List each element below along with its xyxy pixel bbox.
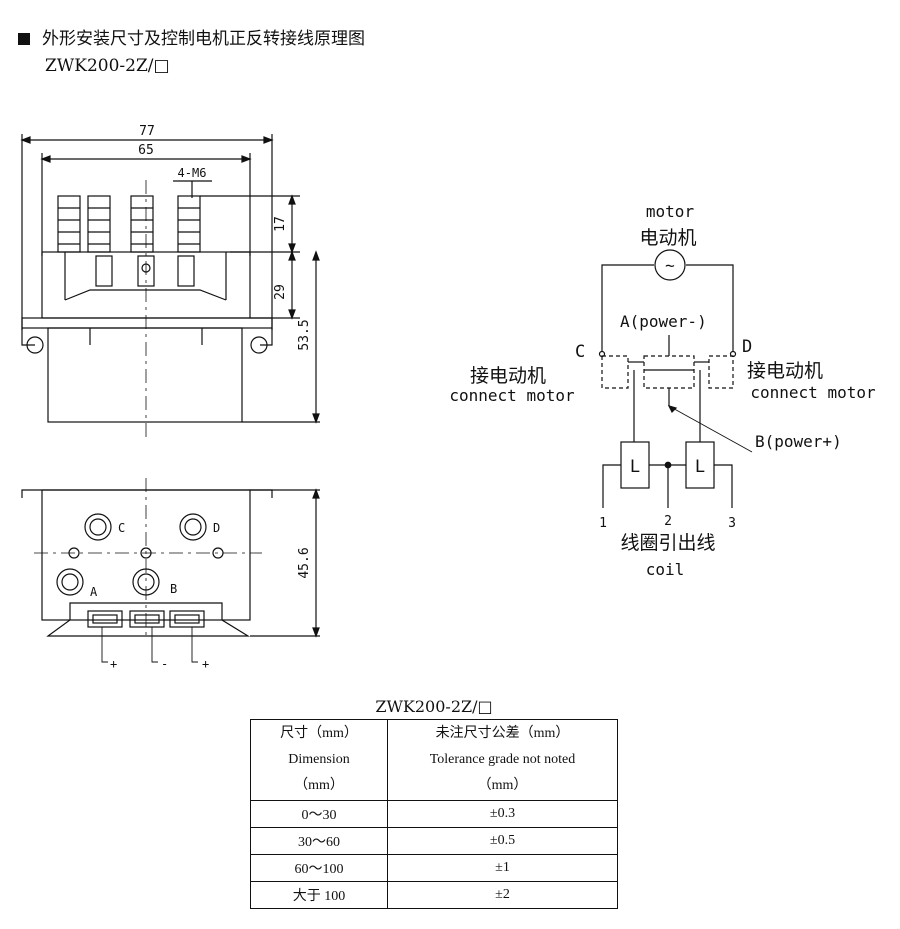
coil-l2-label: L xyxy=(695,457,705,477)
tolerance-cell: ±0.3 xyxy=(387,800,618,828)
motor-tilde-label: ~ xyxy=(665,256,675,275)
dim-77-label: 77 xyxy=(139,124,155,139)
bullet-square-icon xyxy=(18,33,30,45)
table-caption: ZWK200-2Z/□ xyxy=(375,697,493,716)
pin-1-label: 1 xyxy=(599,516,607,531)
terminal-b-label: B xyxy=(170,582,177,596)
range-cell: 0～30 xyxy=(250,800,388,828)
right-connect-cn-label: 接电动机 xyxy=(747,360,823,382)
range-cell: 大于 100 xyxy=(250,881,388,909)
terminal-a-label: A xyxy=(90,585,98,599)
header-tolerance-cell: 未注尺寸公差（mm） Tolerance grade not noted （mm… xyxy=(387,719,618,801)
terminal-studs xyxy=(57,195,201,253)
header-tolerance-line: 未注尺寸公差（mm） xyxy=(435,726,570,741)
motor-cn-label: 电动机 xyxy=(639,227,696,249)
table-row: 0～30 ±0.3 xyxy=(250,800,618,828)
header-tolerance-line: （mm） xyxy=(477,778,528,793)
power-plus-label: B(power+) xyxy=(755,432,842,451)
table-row: 大于 100 ±2 xyxy=(250,881,618,909)
table-row: 30～60 ±0.5 xyxy=(250,827,618,855)
power-minus-label: A(power-) xyxy=(620,312,707,331)
wiring-schematic: motor 电动机 ~ C D A(power-) B(power+) L L xyxy=(449,202,876,579)
table-header-row: 尺寸（mm） Dimension （mm） 未注尺寸公差（mm） Toleran… xyxy=(250,719,618,801)
page-title: 外形安装尺寸及控制电机正反转接线原理图 xyxy=(18,28,365,50)
plan-view: C D A B + - + 45.6 xyxy=(21,478,320,671)
left-connect-cn-label: 接电动机 xyxy=(470,365,546,387)
coil-l1-label: L xyxy=(630,457,640,477)
header-tolerance-line: Tolerance grade not noted xyxy=(429,752,576,767)
coil-cn-label: 线圈引出线 xyxy=(620,532,715,554)
header-dimension-cell: 尺寸（mm） Dimension （mm） xyxy=(250,719,388,801)
motor-symbol-icon xyxy=(654,249,686,281)
coil-plus-1-label: + xyxy=(110,657,117,671)
model-label: ZWK200-2Z/□ xyxy=(45,56,170,76)
terminal-c-label: C xyxy=(118,521,125,535)
dim-53-5-label: 53.5 xyxy=(297,319,312,350)
motor-en-label: motor xyxy=(646,202,695,221)
left-connect-en-label: connect motor xyxy=(449,386,575,405)
dim-29-label: 29 xyxy=(273,284,288,300)
table-row: 60～100 ±1 xyxy=(250,854,618,882)
tolerance-cell: ±0.5 xyxy=(387,827,618,855)
header-dimension-line: Dimension xyxy=(288,752,350,767)
schematic-c-label: C xyxy=(575,342,585,362)
right-connect-en-label: connect motor xyxy=(750,383,876,402)
coil-minus-label: - xyxy=(161,657,168,671)
pin-2-label: 2 xyxy=(664,514,672,529)
pin-3-label: 3 xyxy=(728,516,736,531)
header-dimension-line: （mm） xyxy=(294,778,344,793)
schematic-d-label: D xyxy=(742,337,752,357)
tolerance-cell: ±2 xyxy=(387,881,618,909)
coil-plus-2-label: + xyxy=(202,657,209,671)
dim-m6-label: 4-M6 xyxy=(178,166,207,180)
title-text: 外形安装尺寸及控制电机正反转接线原理图 xyxy=(42,29,365,49)
coil-en-label: coil xyxy=(646,560,685,579)
dim-65-label: 65 xyxy=(138,143,154,158)
range-cell: 60～100 xyxy=(250,854,388,882)
dim-45-6-label: 45.6 xyxy=(297,547,312,578)
header-dimension-line: 尺寸（mm） xyxy=(280,726,358,741)
dim-17-label: 17 xyxy=(273,216,288,232)
terminal-d-label: D xyxy=(213,521,220,535)
tolerance-cell: ±1 xyxy=(387,854,618,882)
tolerance-table: 尺寸（mm） Dimension （mm） 未注尺寸公差（mm） Toleran… xyxy=(250,719,618,909)
front-view: 77 65 4-M6 xyxy=(20,124,320,440)
range-cell: 30～60 xyxy=(250,827,388,855)
